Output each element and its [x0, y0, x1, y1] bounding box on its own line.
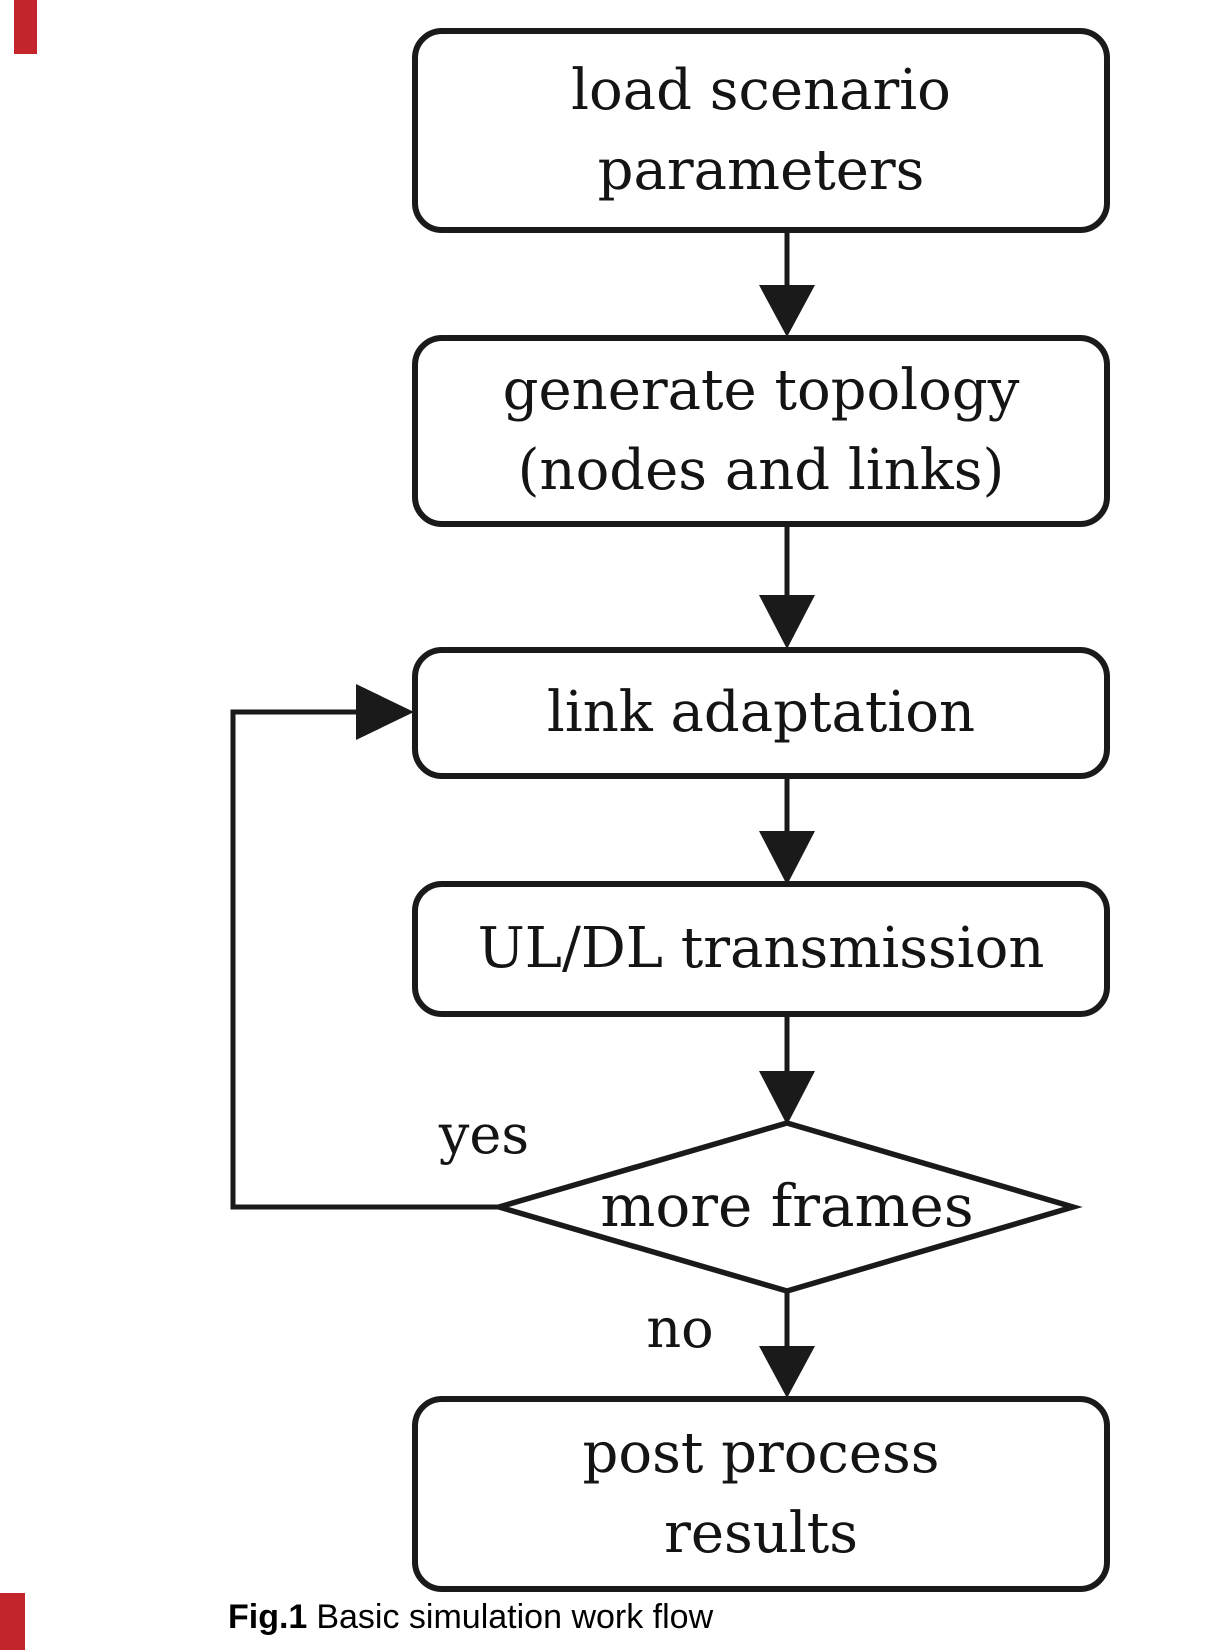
- arrow-decision-to-post-head: [759, 1346, 815, 1398]
- yes-loop-line: [230, 709, 499, 1210]
- branch-label-yes: yes: [438, 1103, 530, 1166]
- node-load-scenario-parameters: load scenario parameters: [412, 28, 1110, 233]
- red-scan-artifact-top: [14, 0, 37, 54]
- node-text-line: load scenario: [571, 57, 951, 123]
- node-link-adaptation: link adaptation: [412, 647, 1110, 779]
- node-text-line: results: [664, 1501, 858, 1566]
- figure-caption-text: Basic simulation work flow: [316, 1598, 714, 1636]
- node-text-line: generate topology: [502, 358, 1020, 424]
- node-ul-dl-transmission: UL/DL transmission: [412, 881, 1110, 1017]
- yes-loop-arrowhead: [356, 684, 414, 740]
- figure-caption-label: Fig.1: [228, 1598, 308, 1636]
- node-generate-topology: generate topology (nodes and links): [412, 335, 1110, 527]
- branch-label-no: no: [646, 1297, 714, 1360]
- node-text-line: UL/DL transmission: [477, 916, 1045, 982]
- node-more-frames-label: more frames: [600, 1172, 974, 1240]
- red-scan-artifact-bottom: [0, 1593, 25, 1650]
- arrow-load-to-topology-head: [759, 285, 815, 337]
- arrow-adaptation-to-transmission-head: [759, 831, 815, 885]
- node-text-line: parameters: [597, 137, 925, 203]
- arrow-topology-to-adaptation-head: [759, 595, 815, 649]
- node-text-line: post process: [582, 1421, 940, 1487]
- arrow-transmission-to-decision-head: [759, 1071, 815, 1125]
- node-post-process-results: post process results: [412, 1396, 1110, 1592]
- node-text-line: (nodes and links): [517, 438, 1005, 503]
- node-text-line: link adaptation: [546, 680, 976, 746]
